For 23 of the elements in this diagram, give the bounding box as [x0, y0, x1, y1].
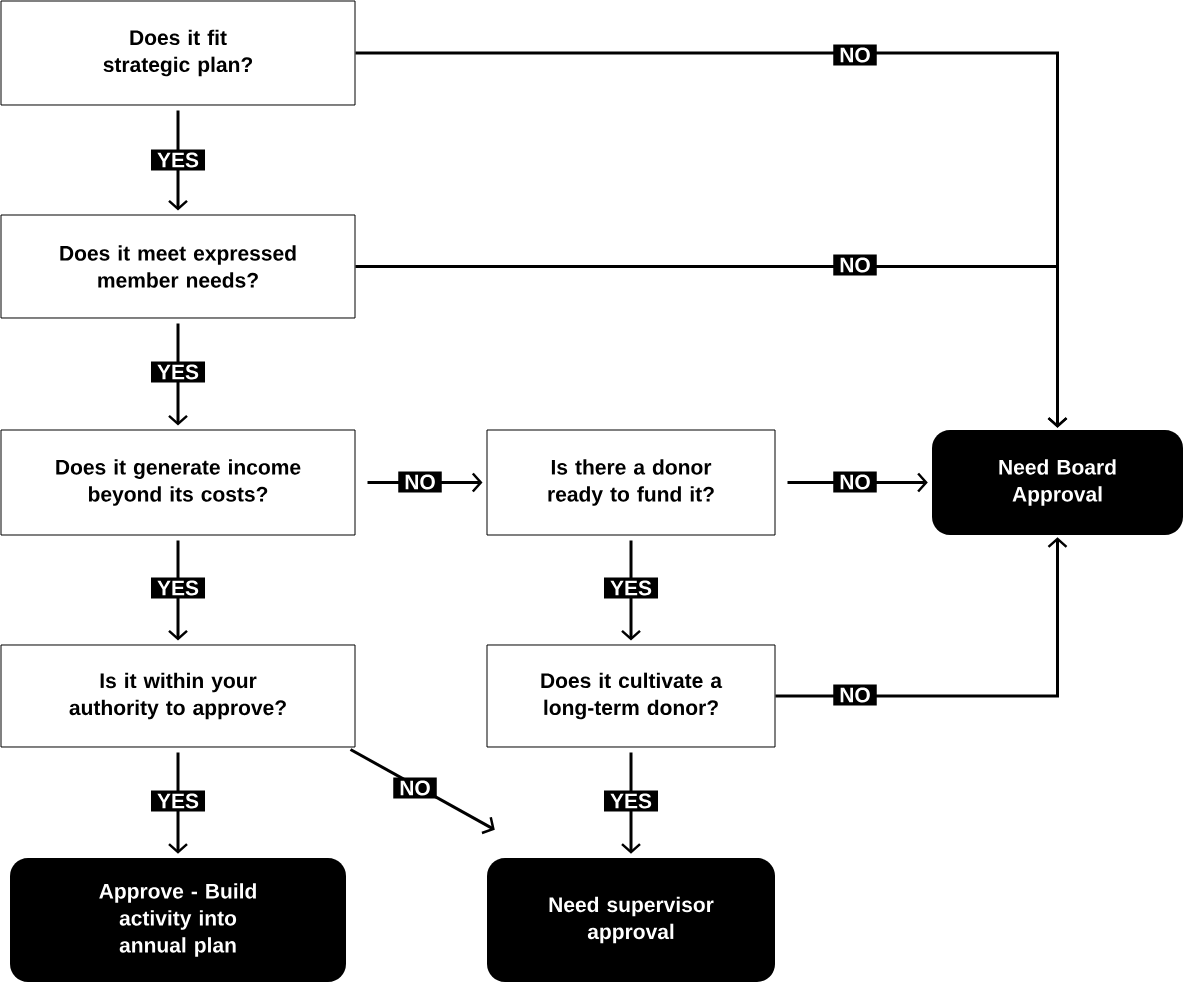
- question-box: Does it generate income beyond its costs?: [0, 429, 356, 536]
- outcome-box: Need supervisor approval: [487, 858, 775, 982]
- edge-label: NO: [393, 777, 437, 799]
- edge-label: YES: [151, 790, 205, 812]
- question-box: Does it cultivate a long-term donor?: [486, 644, 776, 748]
- question-box: Does it meet expressed member needs?: [0, 214, 356, 319]
- edge-label: NO: [833, 684, 877, 706]
- edge-label: NO: [833, 254, 877, 276]
- question-box: Does it fit strategic plan?: [0, 0, 356, 106]
- outcome-box: Approve - Build activity into annual plan: [10, 858, 346, 982]
- edge-label: YES: [151, 149, 205, 171]
- edge-label: YES: [604, 790, 658, 812]
- edge-label: NO: [398, 471, 442, 493]
- edge-label: YES: [151, 577, 205, 599]
- outcome-box: Need Board Approval: [932, 430, 1183, 535]
- edge-label: YES: [604, 577, 658, 599]
- edge-label: YES: [151, 361, 205, 383]
- arrow: [775, 537, 1068, 698]
- edge-label: NO: [833, 471, 877, 493]
- edge-label: NO: [833, 44, 877, 66]
- question-box: Is it within your authority to approve?: [0, 644, 356, 748]
- arrow: [355, 265, 1068, 428]
- question-box: Is there a donor ready to fund it?: [486, 429, 776, 536]
